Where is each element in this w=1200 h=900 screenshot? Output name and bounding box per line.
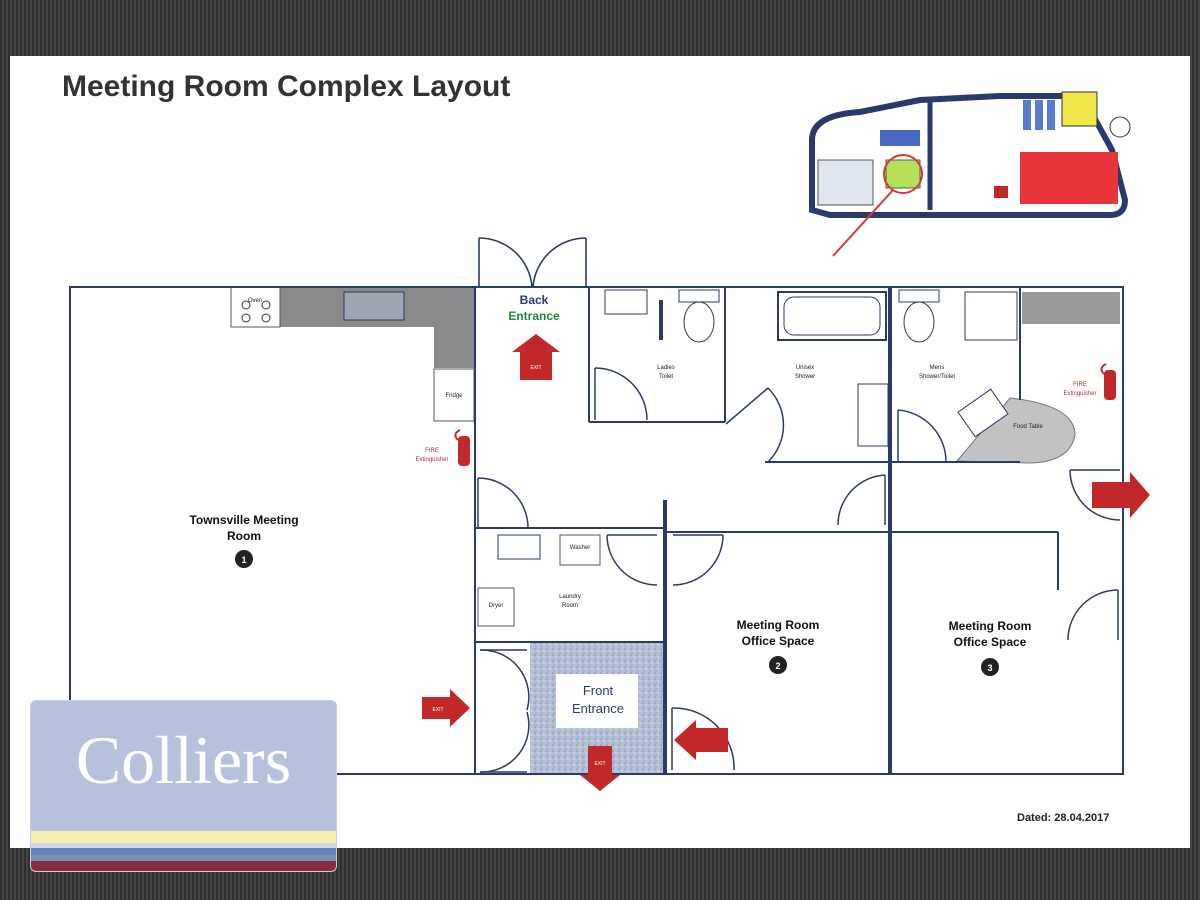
ladies-toilet-icon [683, 301, 715, 343]
room-number: 3 [987, 663, 992, 673]
exit-arrows [422, 334, 1150, 791]
logo-stripe-blue [31, 848, 336, 855]
logo-stripe-lightblue [31, 843, 336, 848]
site-map-thumbnail [809, 91, 1131, 257]
logo-stripe-yellow [31, 831, 336, 843]
front-entrance-label: Front [583, 683, 614, 698]
mens-toilet-icon [903, 301, 935, 343]
logo-stripe-slate [31, 855, 336, 861]
exit-arrow-label: EXIT [530, 365, 541, 371]
dryer-box [477, 587, 515, 627]
laundry-room-label: Room [562, 603, 578, 609]
logo-stripe-maroon [31, 861, 336, 871]
ladies-toilet-label: Ladies [657, 365, 675, 371]
mens-bench [1022, 292, 1120, 324]
door-swings [477, 367, 1121, 773]
mens-basin-icon [957, 388, 1009, 438]
room-number-marker [981, 658, 999, 676]
ladies-toilet-cistern-icon [678, 289, 720, 303]
townsville-room-label: Townsville Meeting [189, 513, 298, 527]
site-parking [1047, 100, 1055, 130]
unisex-shower-label: Unisex [796, 365, 814, 371]
oven-burner-icon [261, 300, 271, 310]
site-building-red [1020, 152, 1118, 204]
dryer-label: Dryer [489, 603, 504, 609]
site-parking [1023, 100, 1031, 130]
site-compass-icon [1109, 116, 1131, 138]
site-building-yellow [1061, 91, 1098, 127]
front-entrance-label-box [556, 674, 638, 728]
washer-label: Washer [570, 545, 590, 551]
site-building-blue [880, 130, 920, 146]
fire-extinguisher-label: Extinguisher [415, 457, 448, 463]
fridge-box [433, 368, 475, 422]
unisex-shower-label: Shower [795, 374, 815, 380]
colliers-logo: Colliers [30, 700, 337, 872]
ladies-toilet-label: Toilet [659, 374, 673, 380]
laundry-tub-icon [497, 534, 541, 560]
page-title: Meeting Room Complex Layout [62, 70, 511, 103]
office3-label: Office Space [954, 635, 1027, 649]
office3-label: Meeting Room [949, 619, 1032, 633]
food-table-label: Food Table [1013, 424, 1043, 430]
site-parking [1035, 100, 1043, 130]
room-number-marker [235, 550, 253, 568]
exit-arrow-front-right [422, 689, 470, 727]
site-pointer-line [832, 189, 894, 257]
mens-shower-tray-icon [964, 291, 1018, 341]
office2-label: Meeting Room [737, 618, 820, 632]
site-building-grey [817, 159, 874, 206]
oven-burner-icon [261, 313, 271, 323]
fridge-label: Fridge [445, 393, 463, 399]
washer-box [559, 534, 601, 566]
dated-label: Dated: 28.04.2017 [1017, 812, 1110, 824]
site-location-marker [883, 154, 923, 194]
ladies-basin-icon [604, 289, 648, 315]
oven-burner-icon [241, 313, 251, 323]
kitchen-sink [343, 291, 405, 321]
exit-arrow-east [1092, 472, 1150, 518]
room-number: 2 [775, 661, 780, 671]
exit-arrow-up [512, 334, 560, 380]
oven-burner-icon [241, 300, 251, 310]
site-building-green [885, 159, 921, 189]
back-entrance-label: Entrance [508, 309, 560, 323]
mens-shower-label: Shower/Toilet [919, 374, 955, 380]
front-entrance-label: Entrance [572, 701, 624, 716]
exit-arrow-down [580, 746, 620, 791]
back-entrance-label: Back [520, 293, 549, 307]
colliers-logo-text: Colliers [75, 722, 292, 798]
mens-toilet-cistern-icon [898, 289, 940, 303]
townsville-room-label: Room [227, 529, 261, 543]
office2-label: Office Space [742, 634, 815, 648]
oven-icon [230, 286, 281, 328]
room-number: 1 [241, 555, 246, 565]
unisex-basin-icon [857, 383, 889, 447]
kitchen-bench [280, 287, 475, 368]
bathtub-inner-icon [783, 296, 881, 336]
site-marker-red [994, 186, 1008, 198]
fire-extinguisher-label: Extinguisher [1063, 391, 1096, 397]
fire-extinguisher-icon [454, 429, 470, 466]
room-number-marker [769, 656, 787, 674]
fire-extinguisher-label: FIRE [1073, 382, 1087, 388]
bathtub-icon [777, 291, 887, 341]
exit-arrow-left [674, 720, 728, 760]
exit-arrow-label: EXIT [432, 707, 443, 713]
fire-extinguisher-label: FIRE [425, 448, 439, 454]
fire-extinguisher-icon [1100, 363, 1116, 400]
back-entrance-doors[interactable] [478, 237, 587, 288]
oven-label: Oven [248, 298, 262, 304]
unisex-shower-door[interactable] [725, 387, 769, 425]
exit-arrow-label: EXIT [594, 761, 605, 767]
mens-shower-label: Mens [930, 365, 945, 371]
food-table [955, 397, 1076, 464]
laundry-room-label: Laundry [559, 594, 581, 600]
